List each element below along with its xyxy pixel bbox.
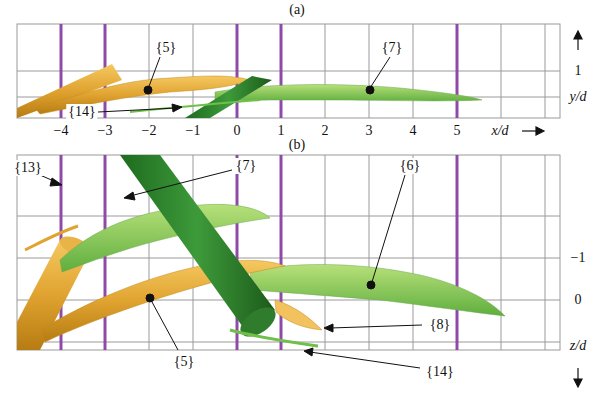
axis-label: 1 [575,64,582,78]
axis-label: (b) [289,138,305,152]
callout-number: {7} [234,158,258,174]
axis-label: −4 [54,124,69,138]
axis-label: −1 [571,251,586,265]
axis-label: 0 [234,124,241,138]
axis-title: x/d [489,123,510,139]
callout-number: {13} [12,160,43,176]
callout-number: {6} [398,158,422,174]
callout-number: {5} [172,354,196,370]
axis-label: −3 [98,124,113,138]
axis-label: −1 [186,124,201,138]
axis-label: 3 [366,124,373,138]
axis-title: y/d [567,89,588,105]
axis-label: 2 [322,124,329,138]
axis-label: −2 [142,124,157,138]
axis-title: z/d [568,338,588,354]
callout-number: {14} [424,364,455,380]
callout-number: {5} [154,40,178,56]
axis-label: 5 [454,124,461,138]
callout-number: {14} [66,104,97,120]
axis-label: 1 [278,124,285,138]
callout-number: {7} [380,40,404,56]
axis-label: 4 [410,124,417,138]
axis-label: 0 [575,293,582,307]
axis-label: (a) [289,3,305,17]
callout-number: {8} [428,317,452,333]
